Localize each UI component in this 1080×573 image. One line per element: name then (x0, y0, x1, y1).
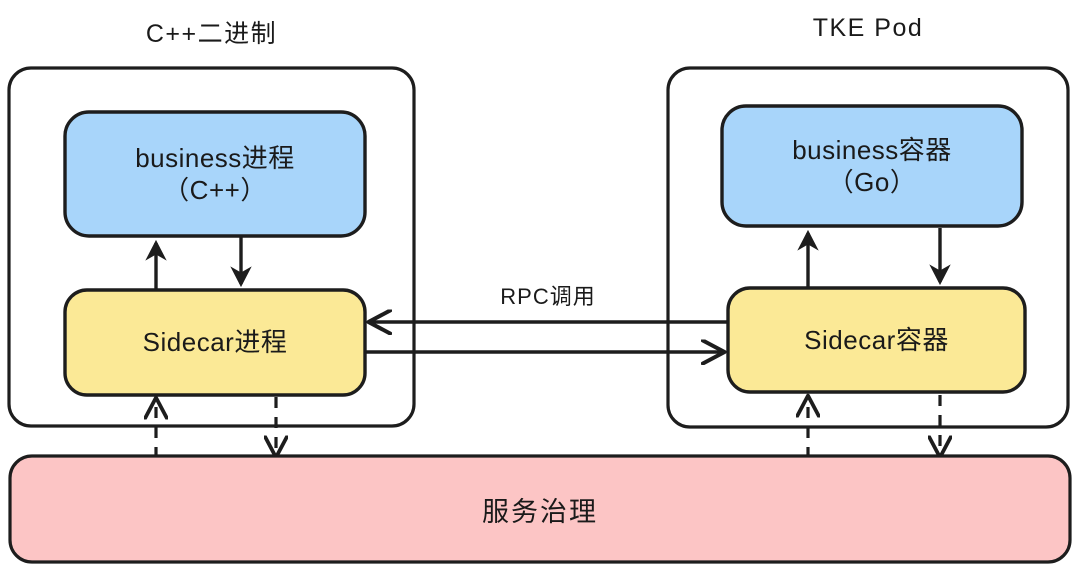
node-left-sidecar[interactable] (63, 288, 367, 397)
edge-label-rpc: RPC调用 (500, 284, 596, 309)
node-right-sidecar[interactable] (726, 286, 1027, 394)
container-title-cpp-binary: C++二进制 (145, 20, 278, 48)
node-right-business[interactable] (720, 104, 1024, 228)
container-title-tke-pod: TKE Pod (812, 14, 924, 42)
node-service-governance[interactable] (8, 454, 1072, 564)
node-left-business[interactable] (63, 110, 367, 238)
